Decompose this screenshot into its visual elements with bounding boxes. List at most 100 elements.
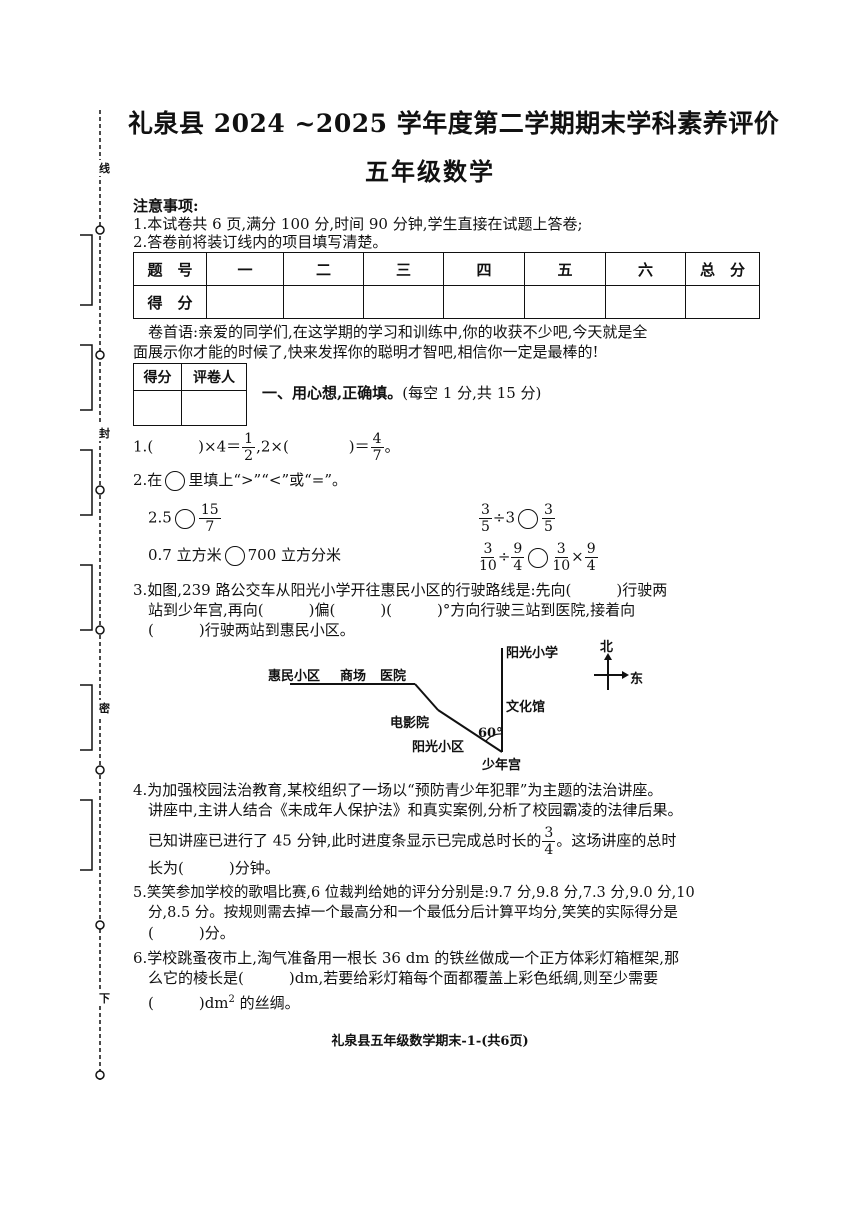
- q2-d-f3-numerator: 3: [554, 541, 568, 558]
- map-label-huimin: 惠民小区: [268, 669, 321, 684]
- q5-line-3: ( )分。: [148, 924, 235, 942]
- map-label-yangguang-school: 阳光小学: [506, 646, 559, 661]
- q5-line-2: 分,8.5 分。按规则需去掉一个最高分和一个最低分后计算平均分,笑笑的实际得分是: [148, 905, 678, 921]
- q1-number: 1.: [133, 437, 148, 456]
- map-label-shangchang: 商场: [340, 669, 367, 684]
- q4-denominator: 4: [544, 842, 554, 858]
- section-1-points: (每空 1 分,共 15 分): [402, 384, 542, 402]
- grader-score-cell[interactable]: [133, 390, 182, 426]
- route-map-lines: [290, 648, 629, 753]
- binding-char-xia: 下: [99, 990, 110, 1006]
- section-1-heading: 一、用心想,正确填。(每空 1 分,共 15 分): [262, 383, 541, 403]
- q2-d-f2-numerator: 9: [511, 541, 525, 558]
- compass-east-label: 东: [630, 672, 644, 687]
- q1-f2-numerator: 4: [370, 431, 384, 448]
- answer-circle-icon: [165, 471, 186, 491]
- score-cell[interactable]: [283, 285, 364, 319]
- score-table: 题 号 一 二 三 四 五 六 总 分 得 分: [133, 252, 760, 319]
- score-cell[interactable]: [443, 285, 525, 319]
- score-table-label-score: 得 分: [133, 285, 207, 319]
- grader-name-label: 评卷人: [181, 363, 247, 391]
- grader-box: 得分 评卷人: [133, 363, 247, 426]
- q2-a-numerator: 15: [198, 502, 221, 519]
- notes-item-2: 2.答卷前将装订线内的项目填写清楚。: [133, 233, 388, 251]
- q3-line-3: ( )行驶两站到惠民小区。: [148, 621, 355, 639]
- q3-line-2: 站到少年宫,再向( )偏( )( )°方向行驶三站到医院,接着向: [148, 601, 636, 619]
- q1-text-3: 。: [384, 437, 400, 456]
- score-cell[interactable]: [363, 285, 444, 319]
- q2-b-mid: ÷3: [492, 508, 516, 527]
- route-map: 惠民小区 商场 医院 阳光小学 文化馆 电影院 阳光小区 60° 少年宫 北 东: [260, 630, 660, 773]
- notes-item-1: 1.本试卷共 6 页,满分 100 分,时间 90 分钟,学生直接在试题上答卷;: [133, 215, 583, 233]
- q1-f2-denominator: 7: [372, 448, 382, 464]
- grader-score-label: 得分: [133, 363, 182, 391]
- q6-superscript: 2: [228, 994, 235, 1005]
- map-label-yangguang-district: 阳光小区: [412, 740, 465, 755]
- q2-d-f1-denominator: 10: [479, 558, 497, 574]
- score-table-col-3: 三: [363, 252, 444, 286]
- score-table-header-row: 题 号 一 二 三 四 五 六 总 分: [133, 252, 760, 286]
- score-cell[interactable]: [524, 285, 606, 319]
- score-table-col-4: 四: [443, 252, 525, 286]
- preface-line-2: 面展示你才能的时候了,快来发挥你的聪明才智吧,相信你一定是最棒的!: [133, 343, 599, 361]
- q2-c-circle[interactable]: [224, 546, 245, 566]
- map-label-dianyingyuan: 电影院: [390, 716, 430, 731]
- q2-d-f1-numerator: 3: [481, 541, 495, 558]
- q6-line-2: 么它的棱长是( )dm,若要给彩灯箱每个面都覆盖上彩色纸绸,则至少需要: [148, 969, 659, 987]
- map-label-yiyuan: 医院: [380, 669, 407, 684]
- score-table-col-5: 五: [524, 252, 606, 286]
- q2-b-right-denominator: 5: [544, 519, 553, 535]
- q2-d-f2-denominator: 4: [513, 558, 523, 574]
- q2-d-op-1: ÷: [497, 547, 511, 566]
- binding-char-feng: 封: [99, 425, 110, 441]
- q2-a-denominator: 7: [205, 519, 215, 535]
- question-2: 2.在里填上“>”“<”或“=”。: [133, 470, 347, 491]
- score-cell[interactable]: [605, 285, 686, 319]
- q6-line-3a: ( )dm: [148, 994, 229, 1012]
- map-label-shaoniangong: 少年宫: [482, 758, 522, 773]
- q1-f1-numerator: 1: [242, 431, 256, 448]
- q4-line-3a: 已知讲座已进行了 45 分钟,此时进度条显示已完成总时长的: [148, 831, 542, 850]
- q4-line-2: 讲座中,主讲人结合《未成年人保护法》和真实案例,分析了校园霸凌的法律后果。: [148, 801, 683, 819]
- q2-d-circle[interactable]: [528, 547, 549, 568]
- score-cell[interactable]: [206, 285, 284, 319]
- map-label-angle: 60°: [478, 726, 503, 741]
- preface-line-1: 卷首语:亲爱的同学们,在这学期的学习和训练中,你的收获不少吧,今天就是全: [148, 323, 648, 341]
- q5-line-1: 5.笑笑参加学校的歌唱比赛,6 位裁判给她的评分分别是:9.7 分,9.8 分,…: [133, 885, 695, 901]
- notes-heading: 注意事项:: [133, 197, 199, 215]
- q2-a-left: 2.5: [148, 508, 172, 527]
- q6-line-1: 6.学校跳蚤夜市上,淘气准备用一根长 36 dm 的铁丝做成一个正方体彩灯箱框架…: [133, 949, 680, 967]
- q2-d-f3-denominator: 10: [552, 558, 571, 574]
- q6-line-3: ( )dm2 的丝绸。: [148, 990, 300, 1013]
- page-footer: 礼泉县五年级数学期末-1-(共6页): [331, 1034, 529, 1049]
- q2-c-right: 700 立方分米: [247, 546, 342, 564]
- score-cell[interactable]: [685, 285, 760, 319]
- binding-margin: [70, 110, 130, 1090]
- q2-a-circle[interactable]: [174, 508, 195, 529]
- score-table-col-total: 总 分: [685, 252, 760, 286]
- binding-char-xian: 线: [99, 160, 110, 176]
- score-table-col-6: 六: [605, 252, 686, 286]
- q2-b-circle[interactable]: [518, 508, 539, 529]
- q2-d-f4-numerator: 9: [584, 541, 598, 558]
- q6-line-3b: 的丝绸。: [234, 994, 300, 1012]
- q4-line-4: 长为( )分钟。: [148, 859, 280, 877]
- q2-b-left-numerator: 3: [479, 502, 492, 519]
- q2-d-f4-denominator: 4: [586, 558, 596, 574]
- grader-name-cell[interactable]: [181, 390, 247, 426]
- q2-suffix: 里填上“>”“<”或“=”。: [188, 471, 348, 489]
- q1-text-1: ( )×4＝: [147, 437, 242, 456]
